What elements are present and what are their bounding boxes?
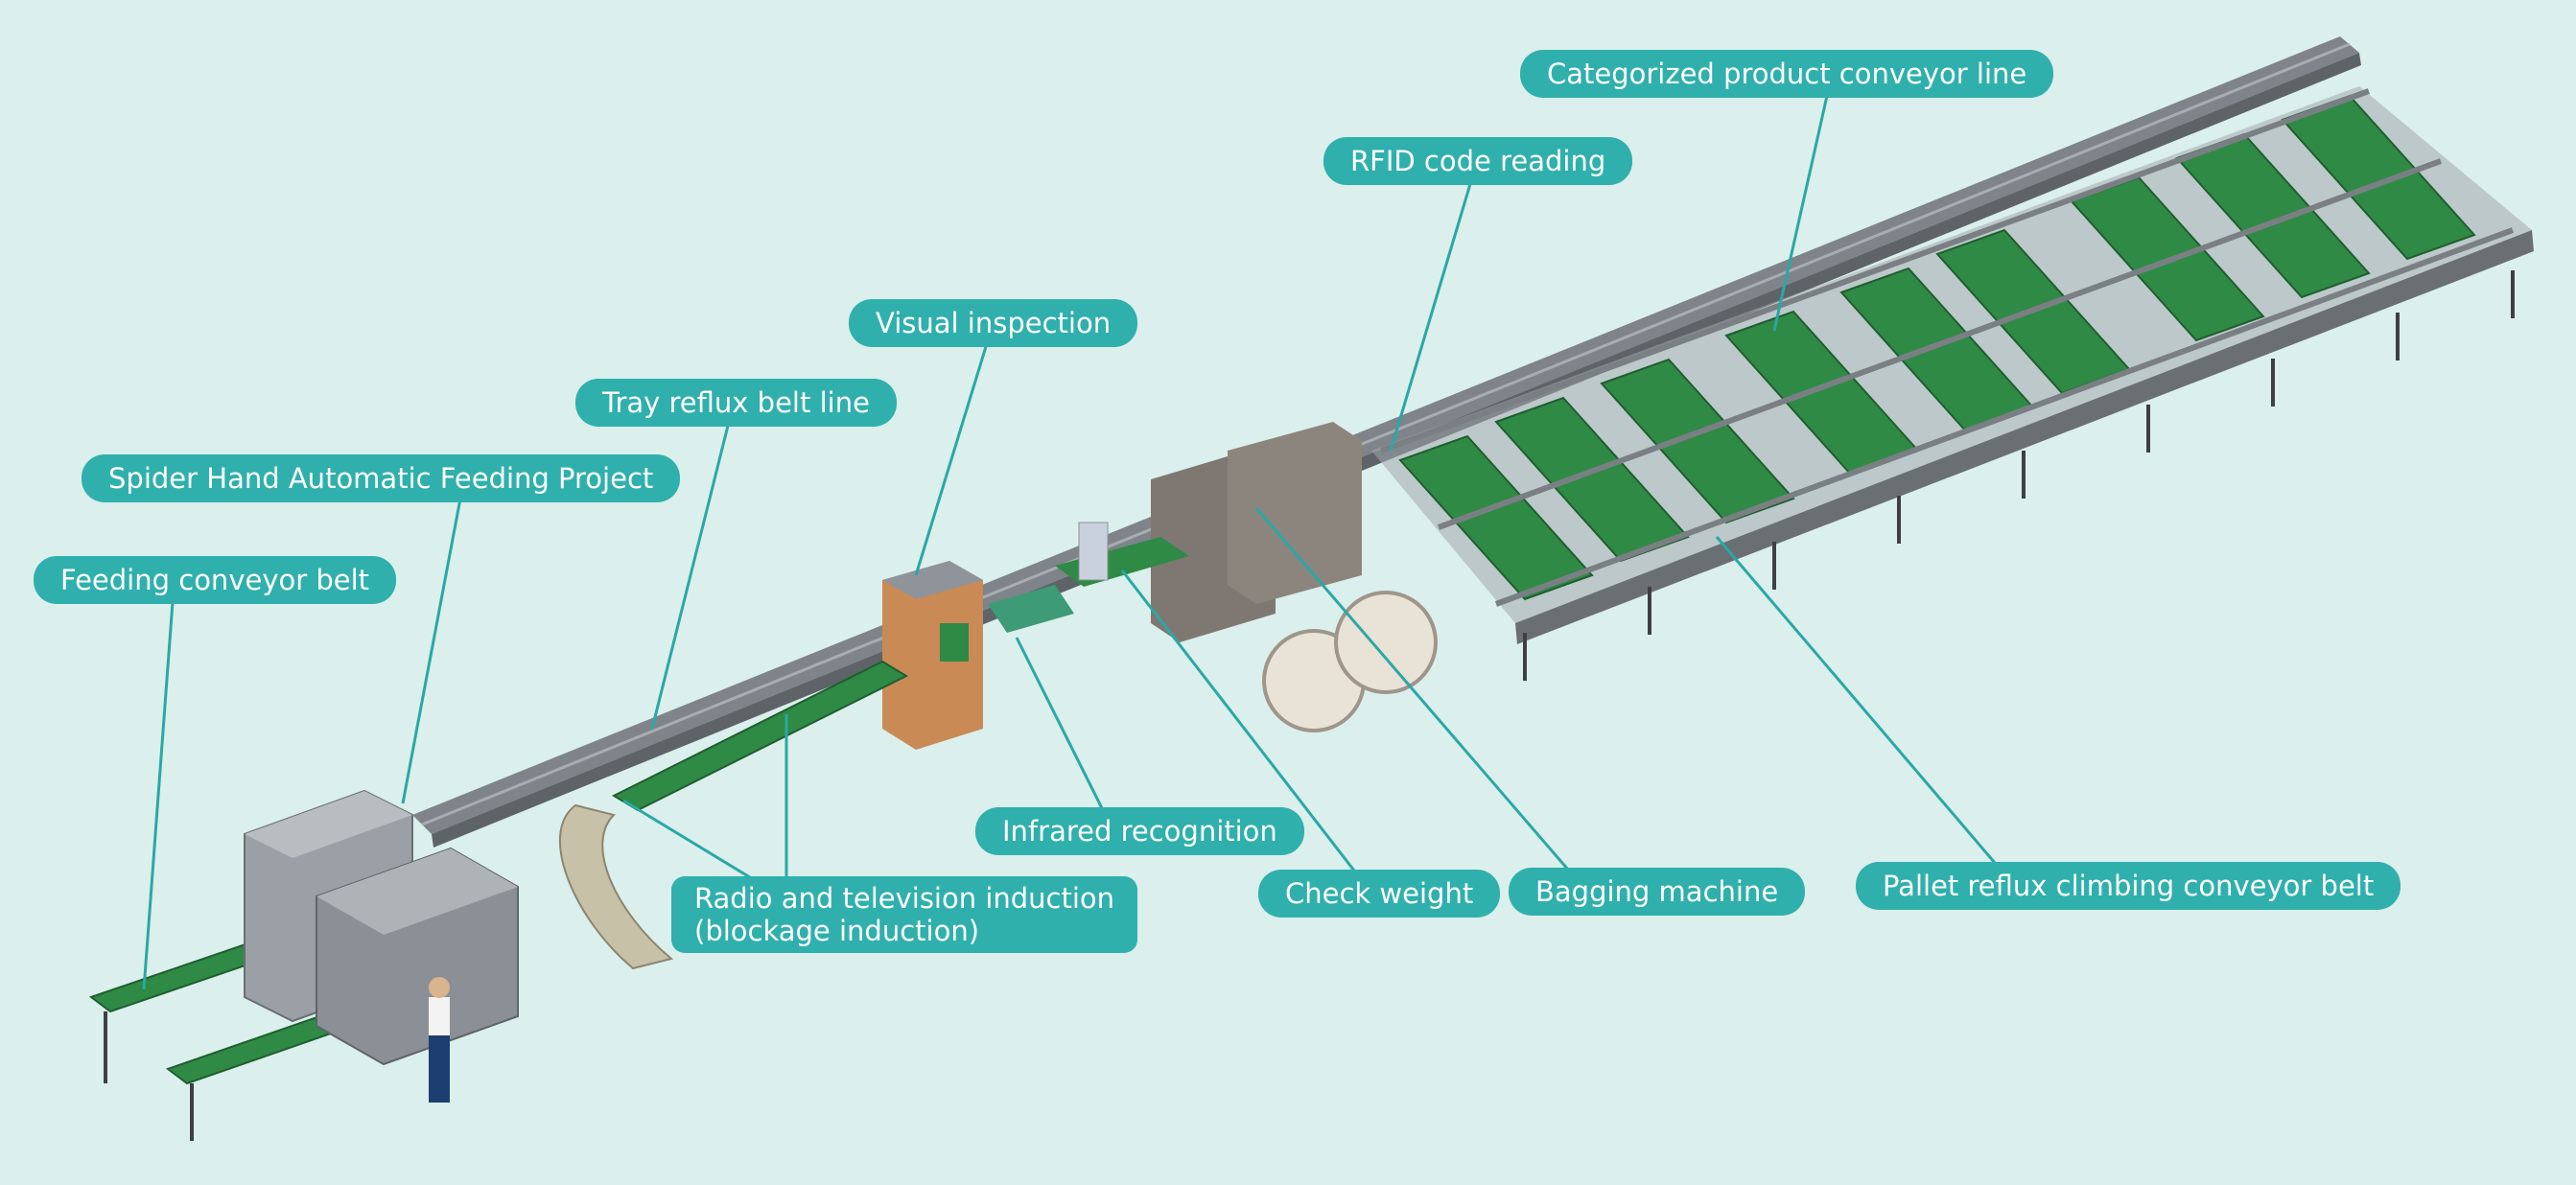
- label-check-weight: Check weight: [1258, 870, 1501, 918]
- label-spider-hand-automatic-feeding-project: Spider Hand Automatic Feeding Project: [82, 454, 681, 502]
- label-infrared-recognition: Infrared recognition: [975, 807, 1304, 855]
- label-rfid-code-reading: RFID code reading: [1323, 137, 1633, 185]
- label-feeding-conveyor-belt: Feeding conveyor belt: [34, 556, 397, 604]
- spider-hand-machine: [244, 789, 519, 1103]
- label-categorized-product-conveyor-line: Categorized product conveyor line: [1520, 50, 2054, 98]
- label-radio-line-2: (blockage induction): [694, 915, 980, 947]
- label-pallet-reflux-climbing-conveyor-belt: Pallet reflux climbing conveyor belt: [1856, 862, 2401, 910]
- bagging-machine-unit: [1055, 422, 1438, 732]
- label-bagging-machine: Bagging machine: [1509, 868, 1806, 916]
- visual-inspection-cabinet: [882, 561, 1074, 750]
- label-radio-and-television-induction: Radio and television induction (blockage…: [671, 876, 1138, 953]
- label-visual-inspection: Visual inspection: [849, 299, 1138, 347]
- label-radio-line-1: Radio and television induction: [694, 882, 1115, 915]
- sorting-area: [1371, 86, 2534, 681]
- leader-lines: [142, 95, 1997, 990]
- label-tray-reflux-belt-line: Tray reflux belt line: [575, 379, 897, 427]
